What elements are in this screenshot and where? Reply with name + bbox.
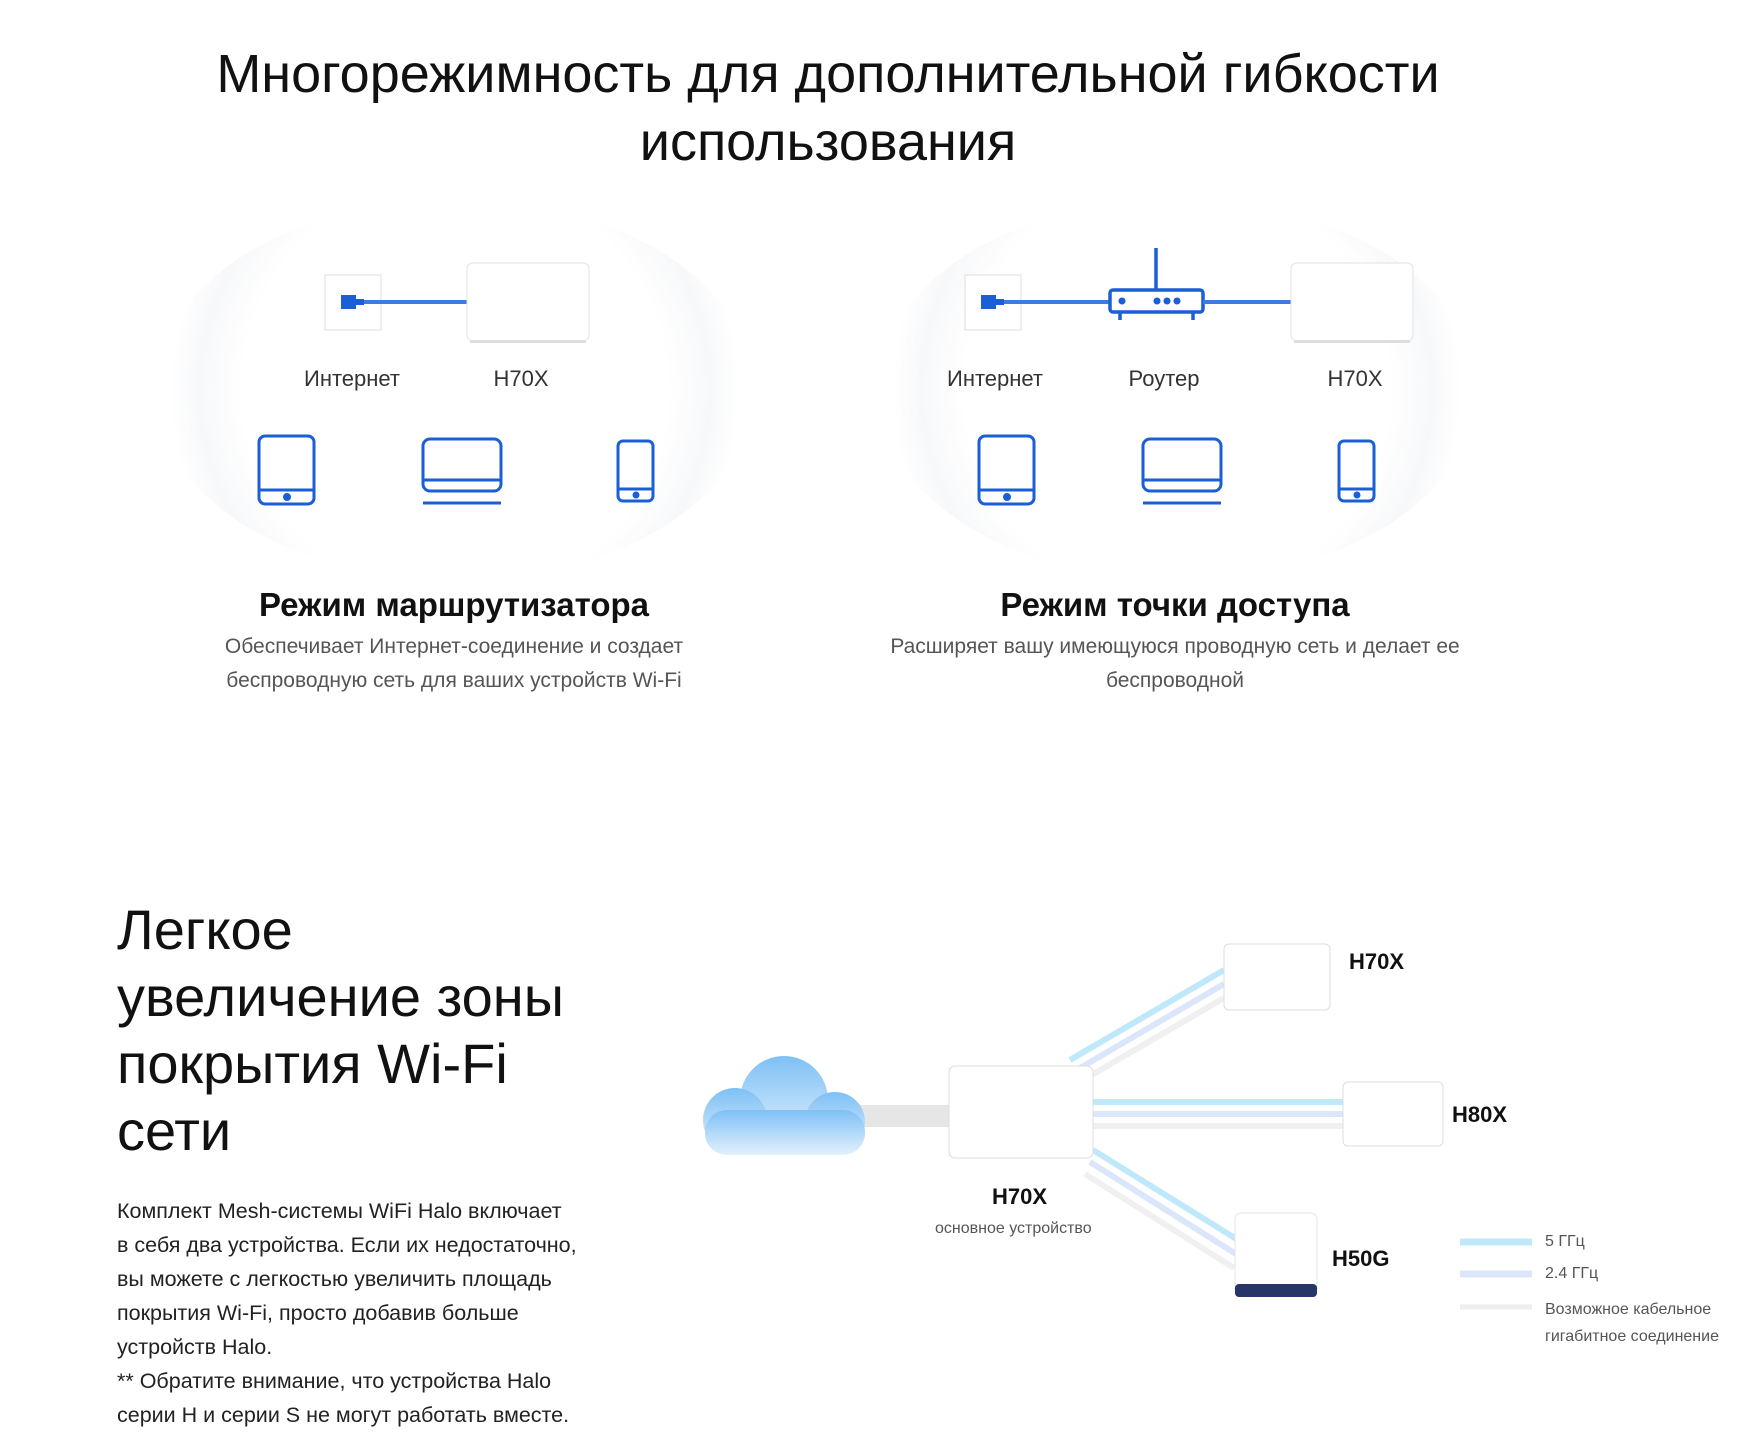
node3-label: H50G xyxy=(1332,1246,1390,1271)
paragraph-line: в себя два устройства. Если их недостато… xyxy=(117,1233,577,1257)
paragraph-line: вы можете с легкостью увеличить площадь xyxy=(117,1267,552,1291)
paragraph-line: устройств Halo. xyxy=(117,1335,273,1359)
legend-5ghz-label: 5 ГГц xyxy=(1545,1233,1585,1250)
legend-cable-label: Возможное кабельное гигабитное соединени… xyxy=(1545,1296,1719,1350)
heading-line: Легкое xyxy=(117,898,293,961)
main-h70x-device xyxy=(948,1065,1094,1159)
h70x-device-icon xyxy=(466,262,590,343)
node1-label: H70X xyxy=(1349,949,1405,974)
tablet-icon xyxy=(977,434,1036,506)
main-device-sublabel: основное устройство xyxy=(935,1220,1092,1237)
h70x-label: H70X xyxy=(1327,366,1383,391)
ap-mode-description: Расширяет вашу имеющуюся проводную сеть … xyxy=(835,630,1515,698)
link-to-node3 xyxy=(1083,1147,1240,1271)
tablet-icon xyxy=(257,434,316,506)
heading-line: увеличение зоны xyxy=(117,965,564,1028)
laptop-icon xyxy=(421,437,503,505)
link-to-node1 xyxy=(1068,967,1226,1079)
desc-line: Расширяет вашу имеющуюся проводную сеть … xyxy=(890,635,1460,658)
router-mode-heading: Режим маршрутизатора xyxy=(258,586,650,623)
legend-cable-line: Возможное кабельное xyxy=(1545,1301,1712,1318)
mode-diagrams xyxy=(257,248,1414,506)
router-mode-backdrop xyxy=(155,200,755,580)
title-line-1: Многорежимность для дополнительной гибко… xyxy=(216,44,1440,104)
wired-link xyxy=(850,1105,950,1127)
cloud-icon xyxy=(703,1056,865,1155)
paragraph-line: ** Обратите внимание, что устройства Hal… xyxy=(117,1369,552,1393)
router-icon xyxy=(1108,248,1205,320)
h70x-device-icon xyxy=(1290,262,1414,343)
section-title: Многорежимность для дополнительной гибко… xyxy=(0,40,1656,176)
heading-line: покрытия Wi-Fi xyxy=(117,1032,508,1095)
main-device-label: H70X xyxy=(992,1184,1048,1209)
h70x-label: H70X xyxy=(493,366,549,391)
paragraph-line: покрытия Wi-Fi, просто добавив больше xyxy=(117,1301,519,1325)
phone-icon xyxy=(1337,439,1376,503)
router-label: Роутер xyxy=(1128,366,1200,391)
coverage-heading: Легкое увеличение зоны покрытия Wi-Fi се… xyxy=(117,896,677,1164)
heading-line: сети xyxy=(117,1099,232,1162)
node3-h50g-device xyxy=(1234,1212,1318,1297)
coverage-paragraph: Комплект Mesh-системы WiFi Halo включает… xyxy=(117,1194,627,1432)
node1-h70x-device xyxy=(1223,943,1331,1011)
desc-line: беспроводной xyxy=(1105,669,1245,692)
phone-icon xyxy=(616,439,655,503)
link-to-node2 xyxy=(1093,1099,1343,1129)
desc-line: беспроводную сеть для ваших устройств Wi… xyxy=(226,669,682,692)
paragraph-line: серии H и серии S не могут работать вмес… xyxy=(117,1403,570,1427)
desc-line: Обеспечивает Интернет-соединение и созда… xyxy=(224,635,684,658)
mesh-diagram xyxy=(703,943,1532,1310)
legend-cable-line: гигабитное соединение xyxy=(1545,1328,1719,1345)
node2-label: H80X xyxy=(1452,1102,1508,1127)
internet-label: Интернет xyxy=(947,366,1043,391)
title-line-2: использования xyxy=(639,112,1017,172)
laptop-icon xyxy=(1141,437,1223,505)
node2-h80x-device xyxy=(1342,1081,1444,1147)
internet-label: Интернет xyxy=(304,366,400,391)
ap-mode-heading: Режим точки доступа xyxy=(1000,586,1350,623)
paragraph-line: Комплект Mesh-системы WiFi Halo включает xyxy=(117,1199,562,1223)
router-mode-description: Обеспечивает Интернет-соединение и созда… xyxy=(114,630,794,698)
legend-24ghz-label: 2.4 ГГц xyxy=(1545,1265,1599,1282)
